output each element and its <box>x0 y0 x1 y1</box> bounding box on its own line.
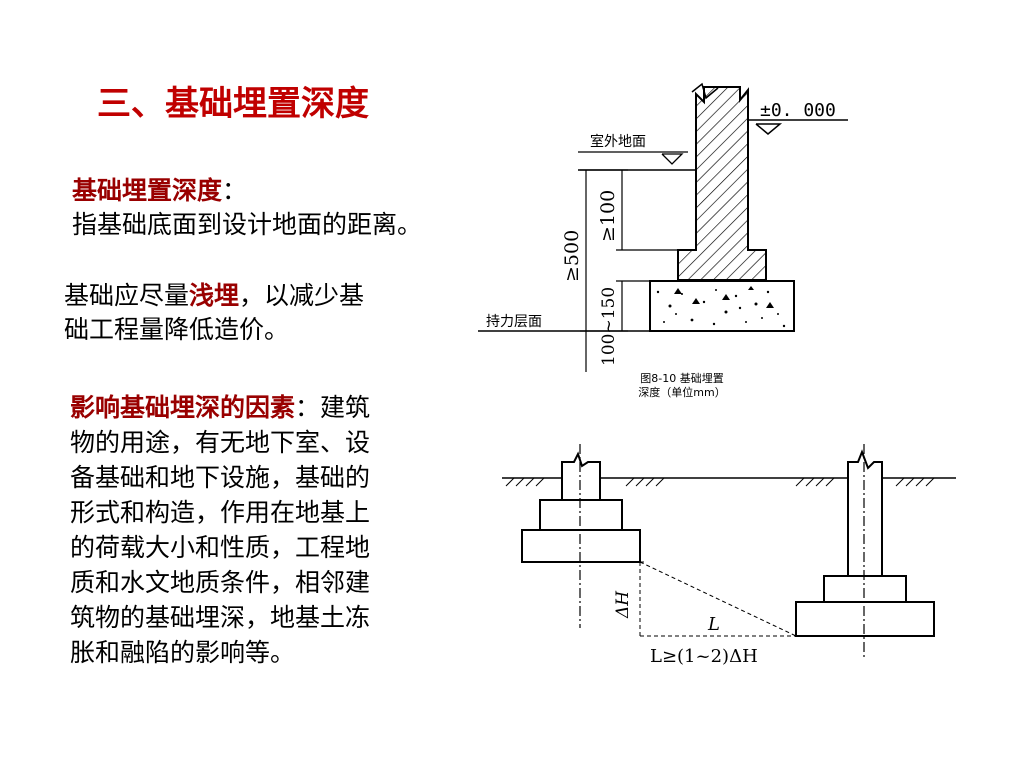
right-foundation <box>795 449 935 637</box>
factors-paragraph: 影响基础埋深的因素：建筑 物的用途，有无地下室、设 备基础和地下设施，基础的 形… <box>70 390 370 670</box>
factors-term: 影响基础埋深的因素 <box>70 393 296 422</box>
factors-line: 筑物的基础埋深，地基土冻 <box>70 603 371 632</box>
wall-section <box>677 86 767 281</box>
factors-line: 备基础和地下设施，基础的 <box>70 463 371 492</box>
slide-title: 三、基础埋置深度 <box>97 84 369 124</box>
foundation-depth-figure: ±0. 000 室外地面 持力层面 ≥500 ≥100 100~150 <box>478 82 848 372</box>
shallow-line-2: 础工程量降低造价。 <box>64 315 290 344</box>
left-foundation <box>521 451 641 563</box>
shallow-after: ，以减少基 <box>239 281 365 310</box>
concrete-speckle <box>656 286 786 328</box>
dim-total-label: ≥500 <box>561 230 583 282</box>
caption-line-1: 图8-10 基础埋置 <box>640 372 724 385</box>
shallow-emphasis: 浅埋 <box>189 281 240 310</box>
factors-line: 胀和融陷的影响等。 <box>70 638 296 667</box>
factors-first-rest: 建筑 <box>320 393 371 422</box>
definition-text: 指基础底面到设计地面的距离。 <box>72 210 423 239</box>
factors-line: 物的用途，有无地下室、设 <box>70 428 371 457</box>
spacing-formula: L≥(1~2)ΔH <box>650 646 758 667</box>
shallow-line-1: 基础应尽量浅埋，以减少基 <box>64 279 364 313</box>
definition-colon: ： <box>222 176 248 205</box>
definition-heading: 基础埋置深度： <box>72 174 422 208</box>
factors-line: 形式和构造，作用在地基上 <box>70 498 371 527</box>
outdoor-ground-label: 室外地面 <box>590 133 646 150</box>
definition-term: 基础埋置深度 <box>72 176 223 205</box>
l-label: L <box>707 614 720 635</box>
delta-h-label: ΔH <box>613 590 633 619</box>
depth-guide-lines <box>639 561 797 637</box>
figure1-caption: 图8-10 基础埋置 深度（单位mm） <box>612 372 752 400</box>
factors-line-0: 影响基础埋深的因素：建筑 <box>70 390 370 425</box>
definition-paragraph: 基础埋置深度： 指基础底面到设计地面的距离。 <box>72 174 422 242</box>
ground-marker <box>661 153 684 165</box>
factors-colon: ： <box>295 393 321 422</box>
adjacent-foundation-figure: ΔH L L≥(1~2)ΔH <box>502 444 956 667</box>
caption-line-2: 深度（单位mm） <box>638 386 726 399</box>
dim-cover-label: ≥100 <box>597 190 619 242</box>
dim-footing-label: 100~150 <box>599 287 619 366</box>
ground-hatch <box>505 477 935 487</box>
wall-break-mark <box>691 82 719 100</box>
dimension-lines <box>580 169 678 372</box>
elevation-label: ±0. 000 <box>760 100 836 121</box>
factors-line: 的荷载大小和性质，工程地 <box>70 533 371 562</box>
bearing-layer-label: 持力层面 <box>486 314 542 330</box>
factors-line: 质和水文地质条件，相邻建 <box>70 568 371 597</box>
shallow-paragraph: 基础应尽量浅埋，以减少基 础工程量降低造价。 <box>64 279 364 347</box>
elevation-symbol <box>755 123 783 135</box>
shallow-before: 基础应尽量 <box>64 281 190 310</box>
